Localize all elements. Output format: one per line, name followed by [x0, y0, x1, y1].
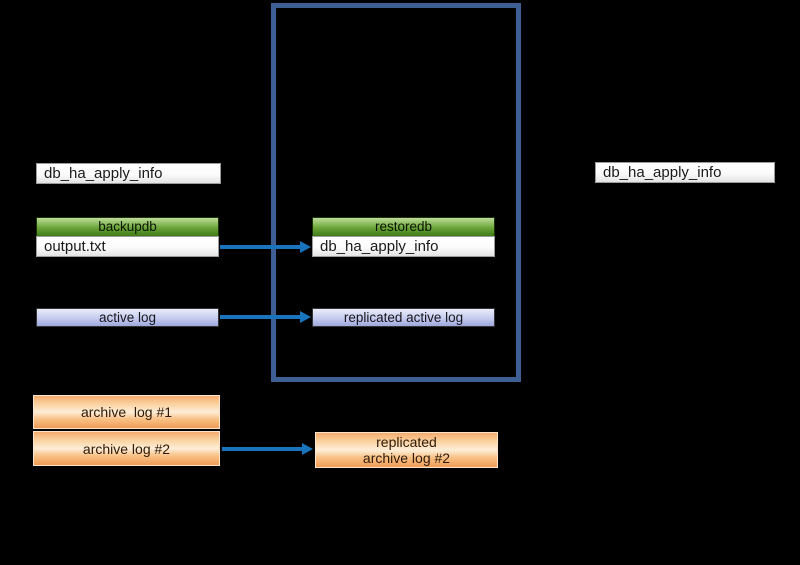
- archive-log-1-box: archive log #1: [33, 395, 220, 429]
- source-db-ha-apply-info-box: db_ha_apply_info: [36, 163, 221, 184]
- backupdb-header: backupdb: [36, 217, 219, 237]
- replicated-archive-log-2-line2: archive log #2: [362, 450, 451, 466]
- target-db-ha-apply-info-box: db_ha_apply_info: [595, 162, 775, 183]
- copy-arrow-active-log-to-replicated: [220, 311, 311, 323]
- restore-host-container: [271, 3, 521, 382]
- copy-arrow-archive-log-2-to-replicated: [222, 443, 313, 455]
- replicated-archive-log-2-box: replicated archive log #2: [315, 432, 498, 468]
- output-txt-box: output.txt: [36, 236, 219, 257]
- archive-log-2-box: archive log #2: [33, 431, 220, 466]
- replicated-archive-log-2-line1: replicated: [376, 434, 437, 450]
- active-log-box: active log: [36, 308, 219, 327]
- restored-db-ha-apply-info-box: db_ha_apply_info: [312, 236, 495, 257]
- copy-arrow-output-to-db-ha-apply-info: [220, 241, 311, 253]
- replicated-active-log-box: replicated active log: [312, 308, 495, 327]
- restoredb-header: restoredb: [312, 217, 495, 237]
